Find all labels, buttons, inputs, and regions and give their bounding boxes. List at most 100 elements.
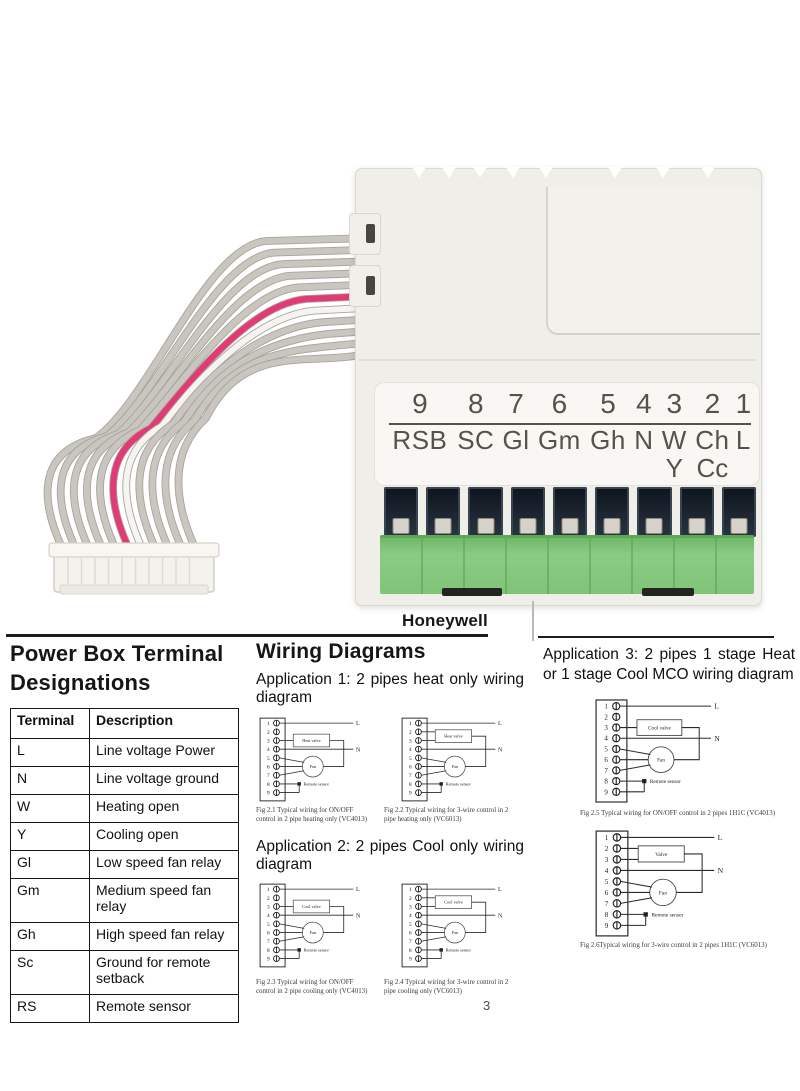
- terminal-name: SC: [457, 425, 495, 455]
- terminal-name: Gl: [502, 425, 530, 455]
- terminal-screw-well: [510, 487, 545, 537]
- svg-text:7: 7: [604, 767, 608, 775]
- svg-text:Fan: Fan: [659, 891, 667, 897]
- case-notch: [608, 167, 622, 178]
- svg-text:3: 3: [409, 738, 412, 744]
- terminal-screw-row: [384, 487, 756, 537]
- application-2-heading: Application 2: 2 pipes Cool only wiring …: [256, 837, 524, 873]
- svg-text:N: N: [498, 747, 503, 753]
- terminal-screw-well: [384, 487, 419, 537]
- svg-text:L: L: [714, 702, 719, 711]
- svg-text:9: 9: [267, 957, 270, 963]
- svg-text:7: 7: [409, 773, 412, 779]
- svg-text:3: 3: [267, 738, 270, 744]
- terminal-number: 7: [508, 388, 524, 419]
- terminal-cell: RS: [10, 994, 90, 1024]
- gray-wire: [57, 246, 375, 559]
- terminal-cell: N: [10, 766, 90, 796]
- terminal-name-secondary: Cc: [696, 453, 729, 483]
- svg-text:6: 6: [604, 756, 608, 764]
- terminal-strip: [595, 699, 628, 803]
- case-notch: [506, 167, 520, 178]
- description-cell: Low speed fan relay: [89, 850, 239, 880]
- svg-text:4: 4: [409, 747, 412, 753]
- svg-text:Remote sensor: Remote sensor: [304, 948, 330, 953]
- terminal-cell: L: [10, 738, 90, 768]
- terminal-screw: [519, 518, 537, 534]
- wire-entry-tab: [349, 213, 381, 255]
- svg-text:Cool valve: Cool valve: [302, 904, 321, 909]
- remote-sensor-node: [642, 779, 647, 784]
- terminal-strip: [259, 883, 286, 968]
- gray-wire: [162, 339, 375, 559]
- figure-caption: Fig 2.3 Typical wiring for ON/OFF contro…: [256, 979, 368, 996]
- figure-caption: Fig 2.2 Typical wiring for 3-wire contro…: [384, 806, 509, 823]
- svg-text:5: 5: [409, 755, 412, 761]
- terminal-screw-well: [637, 487, 672, 537]
- description-cell: Line voltage Power: [89, 738, 239, 768]
- pink-wire: [110, 293, 375, 559]
- gray-wire: [70, 258, 375, 559]
- terminal-screw: [645, 518, 663, 534]
- terminal-cell: Sc: [10, 950, 90, 996]
- fan-circle: [444, 921, 466, 944]
- terminal-name: N: [634, 425, 654, 455]
- terminal-number: 1: [735, 388, 752, 419]
- svg-text:Fan: Fan: [452, 764, 459, 769]
- green-terminal-block: [380, 535, 754, 596]
- terminal-number-underline: [389, 423, 751, 426]
- valve-box: [637, 845, 685, 863]
- svg-text:L: L: [498, 721, 502, 727]
- terminal-name-secondary: Y: [665, 453, 683, 483]
- description-cell: Line voltage ground: [89, 766, 239, 796]
- svg-text:5: 5: [409, 922, 412, 928]
- terminal-cell: W: [10, 794, 90, 824]
- svg-text:Fan: Fan: [310, 764, 317, 769]
- svg-text:7: 7: [409, 939, 412, 945]
- remote-sensor-node: [439, 948, 443, 952]
- remote-sensor-node: [297, 948, 301, 952]
- horizontal-rule: [6, 634, 488, 637]
- fan-circle: [649, 878, 677, 907]
- wiring-diagrams-panel: Wiring Diagrams Application 1: 2 pipes h…: [256, 640, 524, 997]
- svg-text:8: 8: [267, 948, 270, 954]
- svg-text:8: 8: [409, 948, 412, 954]
- svg-text:Heat valve: Heat valve: [302, 738, 320, 743]
- terminal-screw-well: [552, 487, 588, 537]
- terminal-cell: Gh: [10, 922, 90, 952]
- svg-text:N: N: [714, 734, 720, 743]
- terminal-number: 8: [467, 388, 484, 419]
- svg-text:Remote sensor: Remote sensor: [304, 781, 330, 786]
- svg-text:Fan: Fan: [657, 758, 665, 764]
- valve-box: [636, 719, 683, 737]
- description-cell: Ground for remote setback: [89, 950, 239, 996]
- terminal-cell: Gl: [10, 850, 90, 880]
- case-seam: [358, 359, 756, 361]
- description-cell: Cooling open: [89, 822, 239, 852]
- terminal-screw: [392, 518, 410, 534]
- terminal-screw: [434, 518, 452, 534]
- terminal-screw-well: [679, 487, 714, 537]
- valve-box: [434, 895, 472, 909]
- remote-sensor-node: [297, 781, 301, 786]
- svg-text:9: 9: [409, 957, 412, 963]
- svg-text:Remote sensor: Remote sensor: [446, 781, 472, 786]
- svg-text:4: 4: [267, 747, 270, 753]
- page-fold-line: [532, 601, 534, 641]
- case-notch: [442, 167, 456, 178]
- terminal-name: W: [661, 425, 687, 455]
- remote-sensor-node: [439, 781, 443, 786]
- terminal-screw-well: [595, 487, 630, 537]
